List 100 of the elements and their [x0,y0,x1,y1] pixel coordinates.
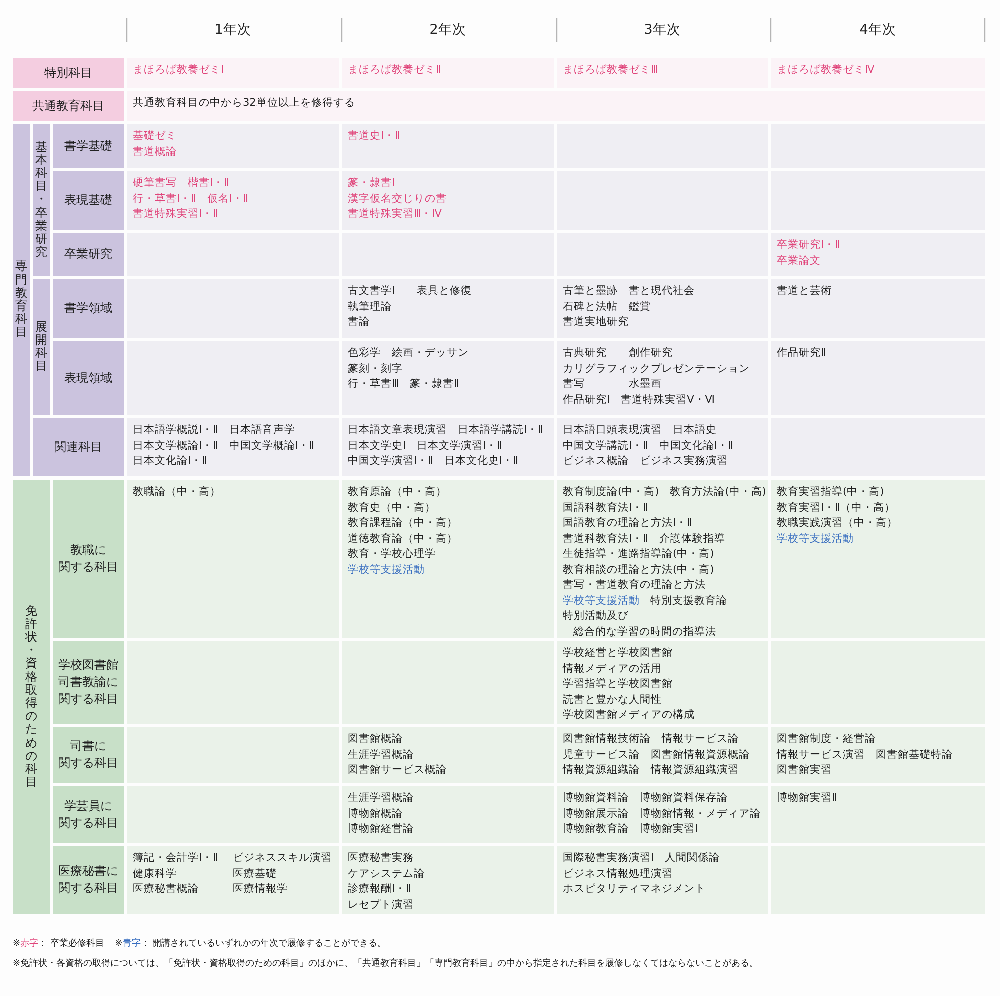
course-name: 特別活動及び [563,610,629,622]
course-name: 古文書学Ⅰ 表具と修復 [348,285,472,297]
course-name: 篆・隷書Ⅰ [348,177,396,189]
course-name: 医療基礎 [233,868,277,880]
category-label: 専門教育科目 [16,260,28,340]
course-name: 博物館実習Ⅱ [777,792,838,804]
course-name: まほろば教養ゼミⅢ [563,64,658,76]
row-header: 関する科目 [58,559,118,576]
row-header: 医療秘書に [58,863,118,880]
category-label: 展開科目 [36,320,48,374]
course-name: 書道概論 [133,146,177,158]
course-name: 共通教育科目の中から32単位以上を修得する [133,97,356,109]
footnote-text: 青字 [122,939,141,949]
course-name: ビジネススキル演習 [233,852,332,864]
course-name: 医療情報学 [233,883,288,895]
course-name: 簿記・会計学Ⅰ・Ⅱ [133,851,220,866]
course-name: 博物館教育論 博物館実習Ⅰ [563,823,698,835]
course-name: 教育・学校心理学 [348,548,436,560]
course-name: 学校等支援活動 [348,564,425,576]
row-header: 書学領域 [64,300,112,317]
course-name: 生涯学習概論 [348,792,414,804]
course-name: 篆刻・刻字 [348,362,403,374]
course-name: 国際秘書実務演習Ⅰ 人間関係論 [563,852,720,864]
course-name: 日本文学史Ⅰ 日本文学演習Ⅰ・Ⅱ [348,440,502,452]
row-header: 学校図書館 [58,657,118,674]
course-name: 学校等支援活動 [777,532,854,544]
course-name: 図書館実習 [777,764,832,776]
course-name: 生涯学習概論 [348,748,414,760]
row-header: 司書教諭に [58,674,118,691]
course-name: 図書館概論 [348,733,403,745]
footnote-text: ※ [13,939,21,949]
course-name: 国語教育の理論と方法Ⅰ・Ⅱ [563,517,692,529]
course-name: 教育課程論（中・高） [348,517,458,529]
footnote-text: ※ [115,939,123,949]
course-name: 硬筆書写 楷書Ⅰ・Ⅱ [133,177,230,189]
row-header: 共通教育科目 [32,98,104,114]
course-name: 博物館展示論 博物館情報・メディア論 [563,808,761,820]
column-header: 1年次 [214,21,252,39]
course-name: まほろば教養ゼミⅡ [348,64,442,76]
course-name: 学習指導と学校図書館 [563,678,673,690]
course-name: ビジネス情報処理演習 [563,868,673,880]
course-name: 書道特殊実習Ⅰ・Ⅱ [133,208,218,220]
course-name: 日本語口頭表現演習 日本語史 [563,424,717,436]
course-name: 基礎ゼミ [133,130,177,142]
course-name: 教育制度論(中・高) 教育方法論(中・高) [563,486,766,498]
course-name: 卒業論文 [777,254,821,266]
course-name: 道徳教育論（中・高） [348,532,458,544]
course-name: 書道科教育法Ⅰ・Ⅱ 介護体験指導 [563,532,726,544]
course-name: 健康科学 [133,866,178,882]
course-name: 漢字仮名交じりの書 [348,192,447,204]
footnote-text: ： 開講されているいずれかの年次で履修することができる。 [140,939,387,949]
row-header: 表現基礎 [64,192,112,209]
course-name: ケアシステム論 [348,868,425,880]
course-name: 卒業研究Ⅰ・Ⅱ [777,239,840,251]
course-name: 書論 [348,316,370,328]
course-name: 書写・書道教育の理論と方法 [563,579,706,591]
course-name: 生徒指導・進路指導論(中・高) [563,548,714,560]
course-name: 教育相談の理論と方法(中・高) [563,564,714,576]
course-name: ホスピタリティマネジメント [563,883,706,895]
row-header: 特別科目 [44,64,92,82]
course-name: 博物館経営論 [348,823,414,835]
course-name: 医療秘書実務 [348,852,414,864]
course-name: まほろば教養ゼミⅣ [777,64,875,76]
row-header: 司書に [70,738,106,755]
course-name: 診療報酬Ⅰ・Ⅱ [348,883,412,895]
course-name: 教職論（中・高） [133,486,221,498]
course-name: 行・草書Ⅰ・Ⅱ 仮名Ⅰ・Ⅱ [133,192,249,204]
course-name: 教育史（中・高） [348,502,436,514]
course-name: 学校等支援活動 [563,594,640,606]
course-name: 日本語学概説Ⅰ・Ⅱ 日本語音声学 [133,424,296,436]
course-name: 古筆と墨跡 書と現代社会 [563,285,695,297]
course-name: 博物館資料論 博物館資料保存論 [563,792,728,804]
course-name: 特別支援教育論 [650,594,728,606]
row-header: 関する科目 [58,880,118,897]
course-name: 書写 水墨画 [563,378,662,390]
row-header: 学芸員に [64,798,112,814]
course-name: 図書館情報技術論 情報サービス論 [563,733,739,745]
course-name: 作品研究Ⅰ 書道特殊実習Ⅴ・Ⅵ [563,394,715,406]
category-label: 基本科目・卒業研究 [36,140,48,260]
course-name: 書道実地研究 [563,316,629,328]
course-name: 日本文化論Ⅰ・Ⅱ [133,455,208,467]
course-name: 書道特殊実習Ⅲ・Ⅳ [348,208,442,220]
row-header: 関連科目 [54,438,102,456]
course-name: 中国文学演習Ⅰ・Ⅱ 日本文化史Ⅰ・Ⅱ [348,455,519,467]
course-name: 読書と豊かな人間性 [563,694,662,706]
course-name: 情報サービス演習 図書館基礎特論 [777,748,953,760]
course-name: 中国文学講読Ⅰ・Ⅱ 中国文化論Ⅰ・Ⅱ [563,440,734,452]
column-header: 3年次 [644,21,681,39]
course-name: カリグラフィックプレゼンテーション [563,362,750,374]
course-name: 古典研究 創作研究 [563,347,673,359]
course-name: 教育実習Ⅰ・Ⅱ（中・高） [777,502,896,514]
row-header: 卒業研究 [64,246,112,263]
course-name: 書道と芸術 [777,285,832,297]
course-name: 情報メディアの活用 [563,662,662,674]
course-name: 執筆理論 [348,300,392,312]
course-name: 国語科教育法Ⅰ・Ⅱ [563,502,648,514]
column-header: 2年次 [430,21,466,39]
course-name: 書道史Ⅰ・Ⅱ [348,130,400,142]
course-name: 博物館概論 [348,808,403,820]
course-name: 医療秘書概論 [133,882,200,897]
